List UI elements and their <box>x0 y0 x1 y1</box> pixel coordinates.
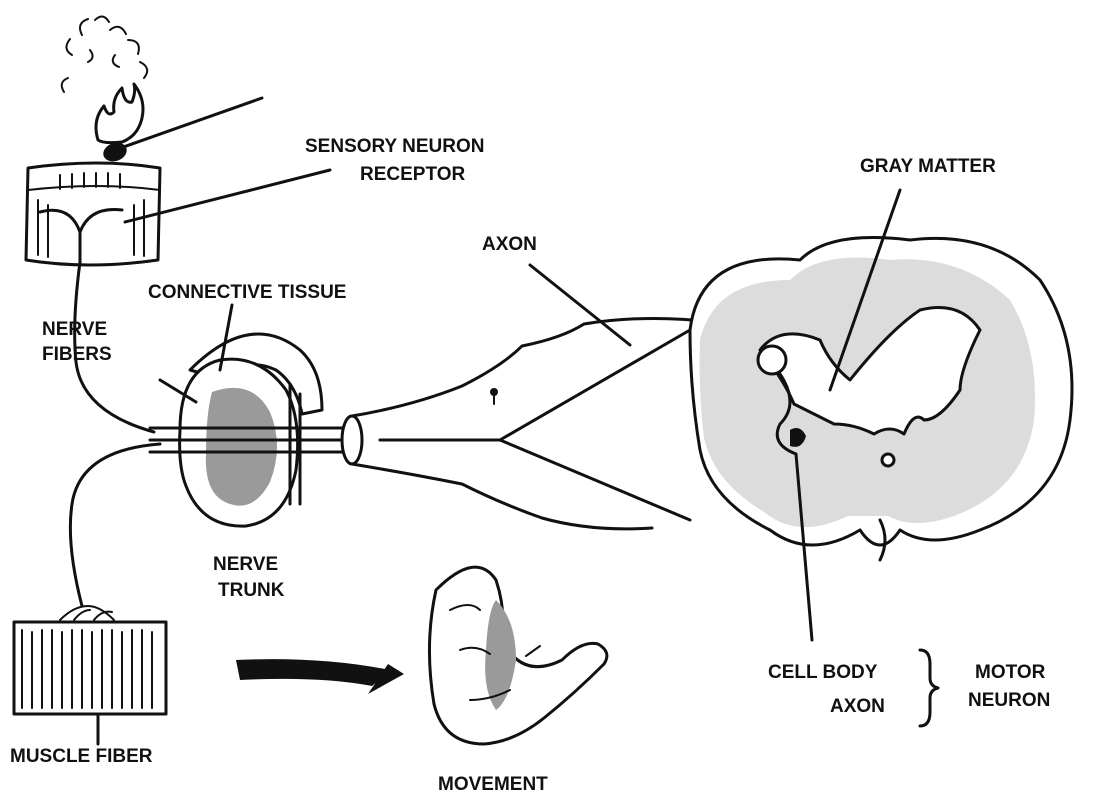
nerve-trunk <box>160 334 322 526</box>
match-icon <box>101 98 262 165</box>
label-connective-tissue: CONNECTIVE TISSUE <box>148 282 346 303</box>
motor-fiber-line <box>70 444 160 606</box>
label-movement: MOVEMENT <box>438 774 548 795</box>
label-nerve-trunk-2: TRUNK <box>218 580 285 601</box>
muscle-block <box>14 606 166 744</box>
label-nerve-fibers-1: NERVE <box>42 319 107 340</box>
spinal-cord <box>690 238 1072 561</box>
label-receptor: RECEPTOR <box>360 164 466 185</box>
label-gray-matter: GRAY MATTER <box>860 156 996 177</box>
label-motor-2: NEURON <box>968 690 1050 711</box>
nerve-path <box>352 318 714 528</box>
label-axon-upper: AXON <box>482 234 537 255</box>
label-nerve-fibers-2: FIBERS <box>42 344 112 365</box>
movement-arrow-icon <box>236 659 390 686</box>
arm-icon <box>429 567 606 744</box>
smoke-icon <box>62 16 147 92</box>
skin-block <box>26 163 160 265</box>
label-sensory-neuron: SENSORY NEURON <box>305 136 484 157</box>
flame-icon <box>96 84 143 143</box>
label-axon-lower: AXON <box>830 696 885 717</box>
label-cell-body: CELL BODY <box>768 662 878 683</box>
motor-neuron-brace <box>920 650 938 726</box>
label-nerve-trunk-1: NERVE <box>213 554 278 575</box>
label-muscle-fiber: MUSCLE FIBER <box>10 746 153 767</box>
label-motor-1: MOTOR <box>975 662 1046 683</box>
connective-tube <box>342 416 362 464</box>
